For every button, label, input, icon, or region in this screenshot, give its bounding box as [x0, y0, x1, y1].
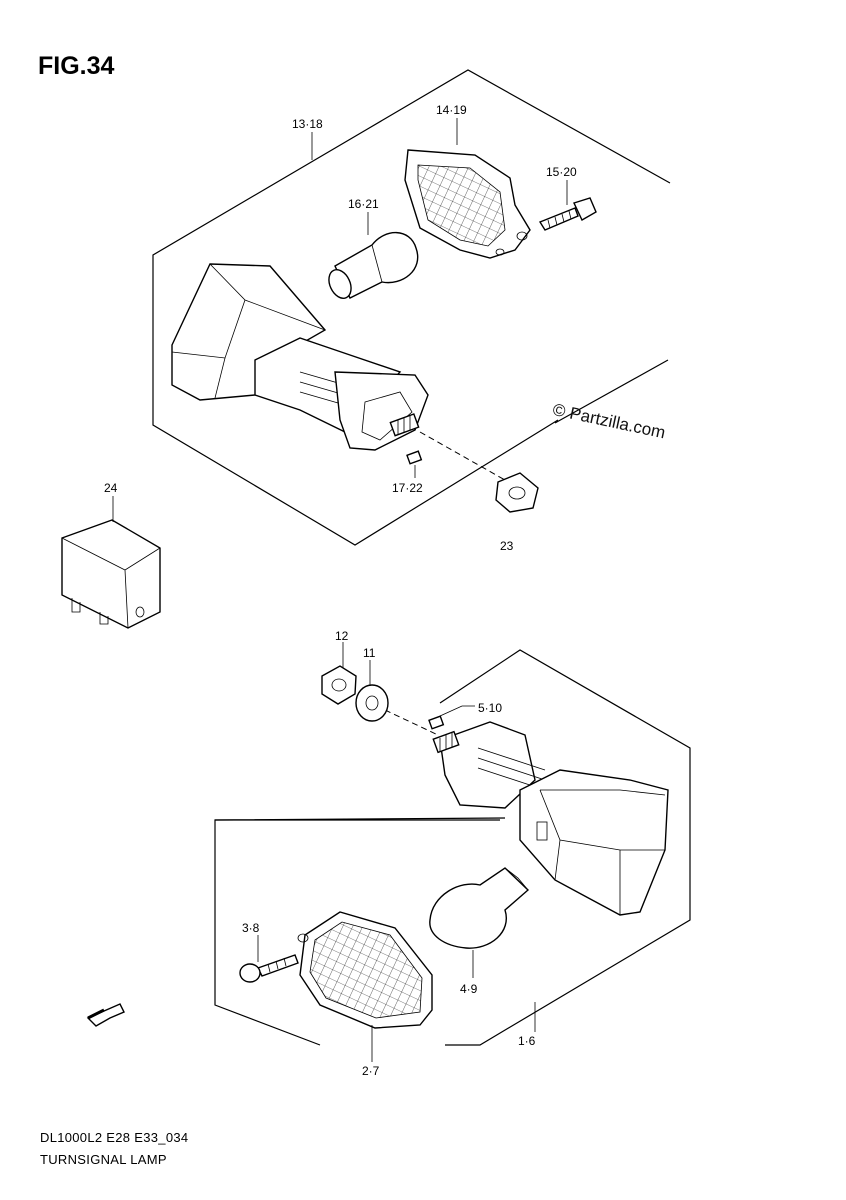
- leader-5-10: [439, 705, 475, 717]
- callout-12: 12: [335, 629, 349, 643]
- upper-frame-right-edge: [554, 359, 669, 424]
- figure-title: FIG.34: [38, 52, 115, 80]
- callout-17-22: 17·22: [392, 481, 423, 495]
- lower-screw: [239, 954, 299, 983]
- relay-unit: [61, 519, 161, 629]
- callout-1-6: 1·6: [518, 1034, 536, 1048]
- lower-nut: [321, 665, 357, 705]
- lower-bulb: [429, 867, 530, 949]
- upper-nut: [495, 472, 539, 513]
- callout-24: 24: [104, 481, 118, 495]
- fwd-arrow-icon: [86, 1003, 125, 1027]
- callout-23: 23: [500, 539, 514, 553]
- callout-3-8: 3·8: [242, 921, 260, 935]
- lower-frame-left: [214, 817, 506, 1046]
- lower-assembly-frame: [439, 649, 691, 1046]
- upper-screw: [538, 197, 597, 231]
- callout-13-18: 13·18: [292, 117, 323, 131]
- upper-small-nut: [406, 450, 423, 465]
- upper-assembly-frame: [152, 69, 671, 546]
- callout-2-7: 2·7: [362, 1064, 380, 1078]
- upper-lamp-housing: [171, 263, 429, 451]
- callout-11: 11: [363, 646, 376, 660]
- callout-4-9: 4·9: [460, 982, 478, 996]
- section-title: TURNSIGNAL LAMP: [40, 1152, 167, 1167]
- lower-small-nut: [428, 715, 445, 730]
- model-code: DL1000L2 E28 E33_034: [40, 1130, 189, 1145]
- upper-bulb: [328, 231, 419, 299]
- callout-5-10: 5·10: [478, 701, 502, 715]
- callout-14-19: 14·19: [436, 103, 467, 117]
- lower-lamp-housing: [432, 721, 669, 916]
- callout-15-20: 15·20: [546, 165, 577, 179]
- lower-washer: [355, 684, 389, 722]
- upper-dashed-axis: [419, 431, 506, 481]
- lower-lens: [297, 911, 433, 1029]
- callout-16-21: 16·21: [348, 197, 379, 211]
- upper-lens: [404, 149, 531, 259]
